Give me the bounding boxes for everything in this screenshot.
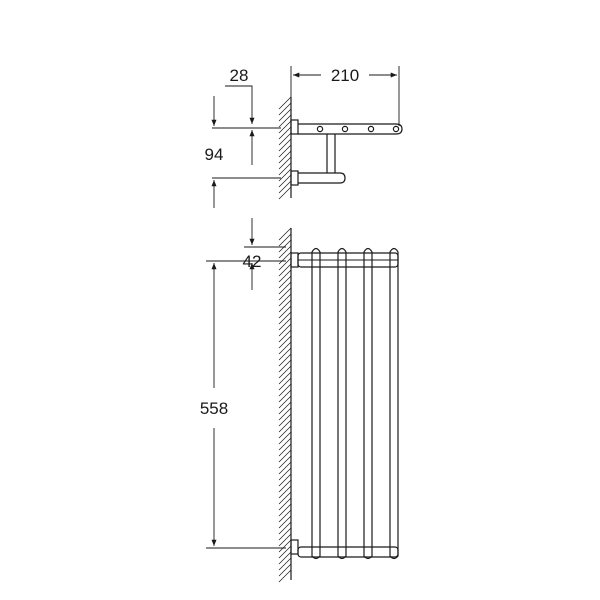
- wall-hatch-line: [278, 108, 292, 122]
- bottom-bar: [297, 546, 399, 558]
- wall-hatch-line: [278, 263, 292, 277]
- wall-hatch-line: [278, 245, 292, 259]
- wall-hatch-line: [278, 239, 292, 253]
- wall-hatch-line: [278, 299, 292, 313]
- wall-hatch-line: [278, 120, 292, 134]
- wall-hatch-line: [278, 251, 292, 265]
- side-view: 210 28 94: [205, 66, 403, 208]
- vertical-rail-2: [337, 247, 347, 560]
- lower-arm-top: [298, 172, 346, 184]
- wall-hatch-line: [278, 323, 292, 337]
- rail-circle-1: [316, 125, 324, 133]
- wall-hatch-line: [278, 329, 292, 343]
- wall-hatch-line: [278, 449, 292, 463]
- dim-gap-label: 94: [205, 145, 224, 164]
- wall-hatch-line: [278, 419, 292, 433]
- wall-hatch-line: [278, 479, 292, 493]
- wall-hatch-line: [278, 491, 292, 505]
- wall-hatch-line: [278, 275, 292, 289]
- wall-hatch-line: [278, 545, 292, 559]
- wall-hatch-line: [278, 359, 292, 373]
- wall-hatch-line: [278, 269, 292, 283]
- wall-hatch-line: [278, 156, 292, 170]
- front-view: 42 558: [200, 218, 399, 583]
- wall-hatch-line: [278, 563, 292, 577]
- wall-hatch-line: [278, 186, 292, 200]
- wall-hatch-line: [278, 569, 292, 583]
- wall-hatch-line: [278, 527, 292, 541]
- wall-hatch-line: [278, 126, 292, 140]
- vertical-rail-3: [363, 247, 373, 560]
- wall-hatch-line: [278, 287, 292, 301]
- wall-hatch-line: [278, 431, 292, 445]
- wall-hatch-line: [278, 461, 292, 475]
- shelf-arm-top: [298, 123, 403, 135]
- wall-hatch-line: [278, 515, 292, 529]
- wall-hatch-line: [278, 293, 292, 307]
- wall-hatch-line: [278, 557, 292, 571]
- wall-hatch-line: [278, 174, 292, 188]
- wall-hatch-line: [278, 383, 292, 397]
- vertical-rail-4: [389, 247, 399, 560]
- wall-hatch-line: [278, 371, 292, 385]
- wall-hatch-line: [278, 509, 292, 523]
- wall-top: [278, 96, 292, 200]
- wall-hatch-line: [278, 455, 292, 469]
- rail-circle-4: [392, 125, 400, 133]
- wall-hatch-line: [278, 180, 292, 194]
- wall-hatch-line: [278, 162, 292, 176]
- wall-hatch-line: [278, 281, 292, 295]
- wall-hatch-line: [278, 485, 292, 499]
- rosette-top-upper: [290, 119, 299, 135]
- wall-hatch-line: [278, 533, 292, 547]
- wall-hatch-line: [278, 150, 292, 164]
- wall-hatch-line: [278, 227, 292, 241]
- wall-hatch-line: [278, 497, 292, 511]
- wall-hatch-line: [278, 467, 292, 481]
- wall-hatch-line: [278, 407, 292, 421]
- wall-hatch-line: [278, 335, 292, 349]
- wall-hatch-line: [278, 389, 292, 403]
- rosette-front-upper: [290, 252, 299, 268]
- wall-hatch-line: [278, 503, 292, 517]
- wall-hatch-line: [278, 341, 292, 355]
- wall-hatch-line: [278, 347, 292, 361]
- wall-hatch-line: [278, 413, 292, 427]
- wall-hatch-line: [278, 425, 292, 439]
- rosette-front-lower: [290, 539, 299, 555]
- wall-hatch-line: [278, 401, 292, 415]
- rail-circle-3: [367, 125, 375, 133]
- wall-hatch-line: [278, 365, 292, 379]
- wall-hatch-line: [278, 102, 292, 116]
- dim-rosette-label: 42: [243, 252, 262, 271]
- wall-hatch-line: [278, 311, 292, 325]
- wall-hatch-line: [278, 437, 292, 451]
- wall-hatch-line: [278, 168, 292, 182]
- wall-hatch-line: [278, 395, 292, 409]
- dim-depth-label: 210: [331, 66, 359, 85]
- wall-hatch-line: [278, 257, 292, 271]
- wall-hatch-line: [278, 377, 292, 391]
- wall-hatch-line: [278, 443, 292, 457]
- wall-hatch-line: [278, 473, 292, 487]
- wall-hatch-line: [278, 96, 292, 110]
- wall-hatch-line: [278, 132, 292, 146]
- dim-height-label: 558: [200, 399, 228, 418]
- wall-hatch-line: [278, 521, 292, 535]
- wall-hatch-line: [278, 305, 292, 319]
- wall-bottom: [278, 227, 292, 583]
- wall-hatch-line: [278, 551, 292, 565]
- rosette-top-lower: [290, 170, 299, 186]
- wall-hatch-line: [278, 233, 292, 247]
- wall-hatch-line: [278, 317, 292, 331]
- wall-hatch-line: [278, 539, 292, 553]
- rail-circle-2: [341, 125, 349, 133]
- vertical-rail-1: [311, 247, 321, 560]
- wall-hatch-line: [278, 144, 292, 158]
- dim-offset-label: 28: [230, 66, 249, 85]
- wall-hatch-line: [278, 138, 292, 152]
- wall-hatch-line: [278, 353, 292, 367]
- wall-hatch-line: [278, 114, 292, 128]
